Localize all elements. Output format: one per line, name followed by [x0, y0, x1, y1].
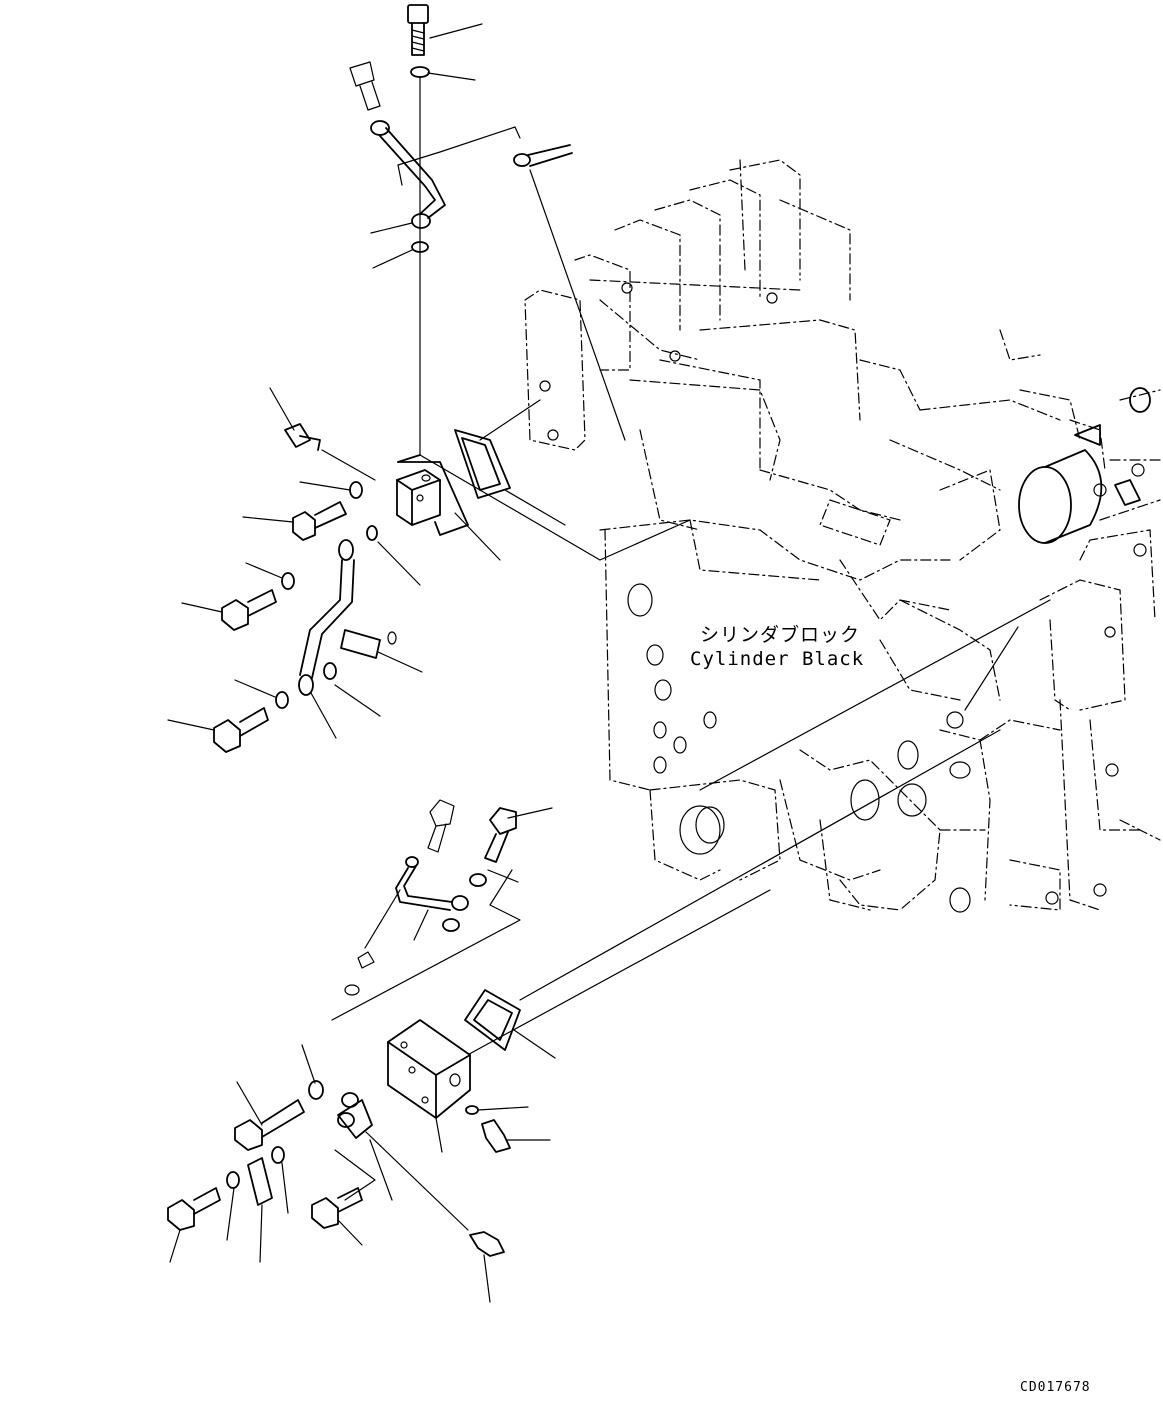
bolt-icon: [292, 501, 347, 541]
bolt-icon: [484, 807, 517, 863]
bolt-icon: [349, 61, 381, 111]
leader-lines-lower: [169, 807, 556, 1303]
alignment-lines: [419, 454, 1051, 1071]
cylinder-block-label-en: Cylinder Black: [690, 648, 865, 670]
cylinder-block-holes: [539, 282, 1147, 913]
banjo-bolt-icon: [344, 951, 375, 996]
cylinder-block-outline: [524, 159, 1161, 911]
washer-icon: [410, 66, 430, 78]
washer-icon: [465, 1105, 479, 1115]
washer-icon: [281, 572, 295, 590]
spacer-icon: [247, 1157, 273, 1206]
gasket-icon: [464, 989, 521, 1051]
oil-pipe-icon: [395, 856, 469, 911]
sleeve-icon: [340, 629, 397, 659]
cylinder-liner: [1018, 387, 1151, 544]
leader-lines-upper: [167, 23, 566, 739]
bolt-icon: [311, 1187, 363, 1229]
bolt-icon: [427, 799, 455, 853]
plug-fitting-icon: [481, 1119, 511, 1153]
banjo-fitting-icon: [513, 144, 573, 167]
washer-icon: [275, 691, 289, 709]
bolt-icon: [234, 1099, 305, 1151]
cylinder-block-label-jp: シリンダブロック: [700, 624, 861, 646]
washer-icon: [469, 873, 487, 887]
oil-pipe-icon: [370, 120, 446, 229]
tee-fitting-icon: [337, 1092, 373, 1139]
mounting-bracket-icon: [396, 454, 469, 536]
washer-icon: [323, 662, 337, 680]
lower-assembly: [167, 799, 521, 1257]
washer-icon: [442, 918, 460, 932]
bolt-icon: [407, 4, 429, 56]
washer-icon: [226, 1171, 240, 1189]
adapter-block-icon: [387, 1019, 471, 1119]
bolt-icon: [167, 1187, 221, 1231]
figure-code: CD017678: [1020, 1380, 1091, 1395]
flexible-hose-icon: [298, 539, 355, 696]
washer-icon: [349, 481, 363, 499]
washer-icon: [271, 1146, 285, 1164]
upper-assembly: [213, 4, 626, 753]
sensor-fitting-icon: [469, 1231, 505, 1257]
washer-icon: [366, 525, 378, 541]
bolt-icon: [221, 589, 277, 631]
elbow-fitting-icon: [284, 423, 321, 451]
bolt-icon: [213, 707, 269, 753]
gasket-icon: [454, 429, 511, 499]
washer-icon: [308, 1080, 324, 1100]
